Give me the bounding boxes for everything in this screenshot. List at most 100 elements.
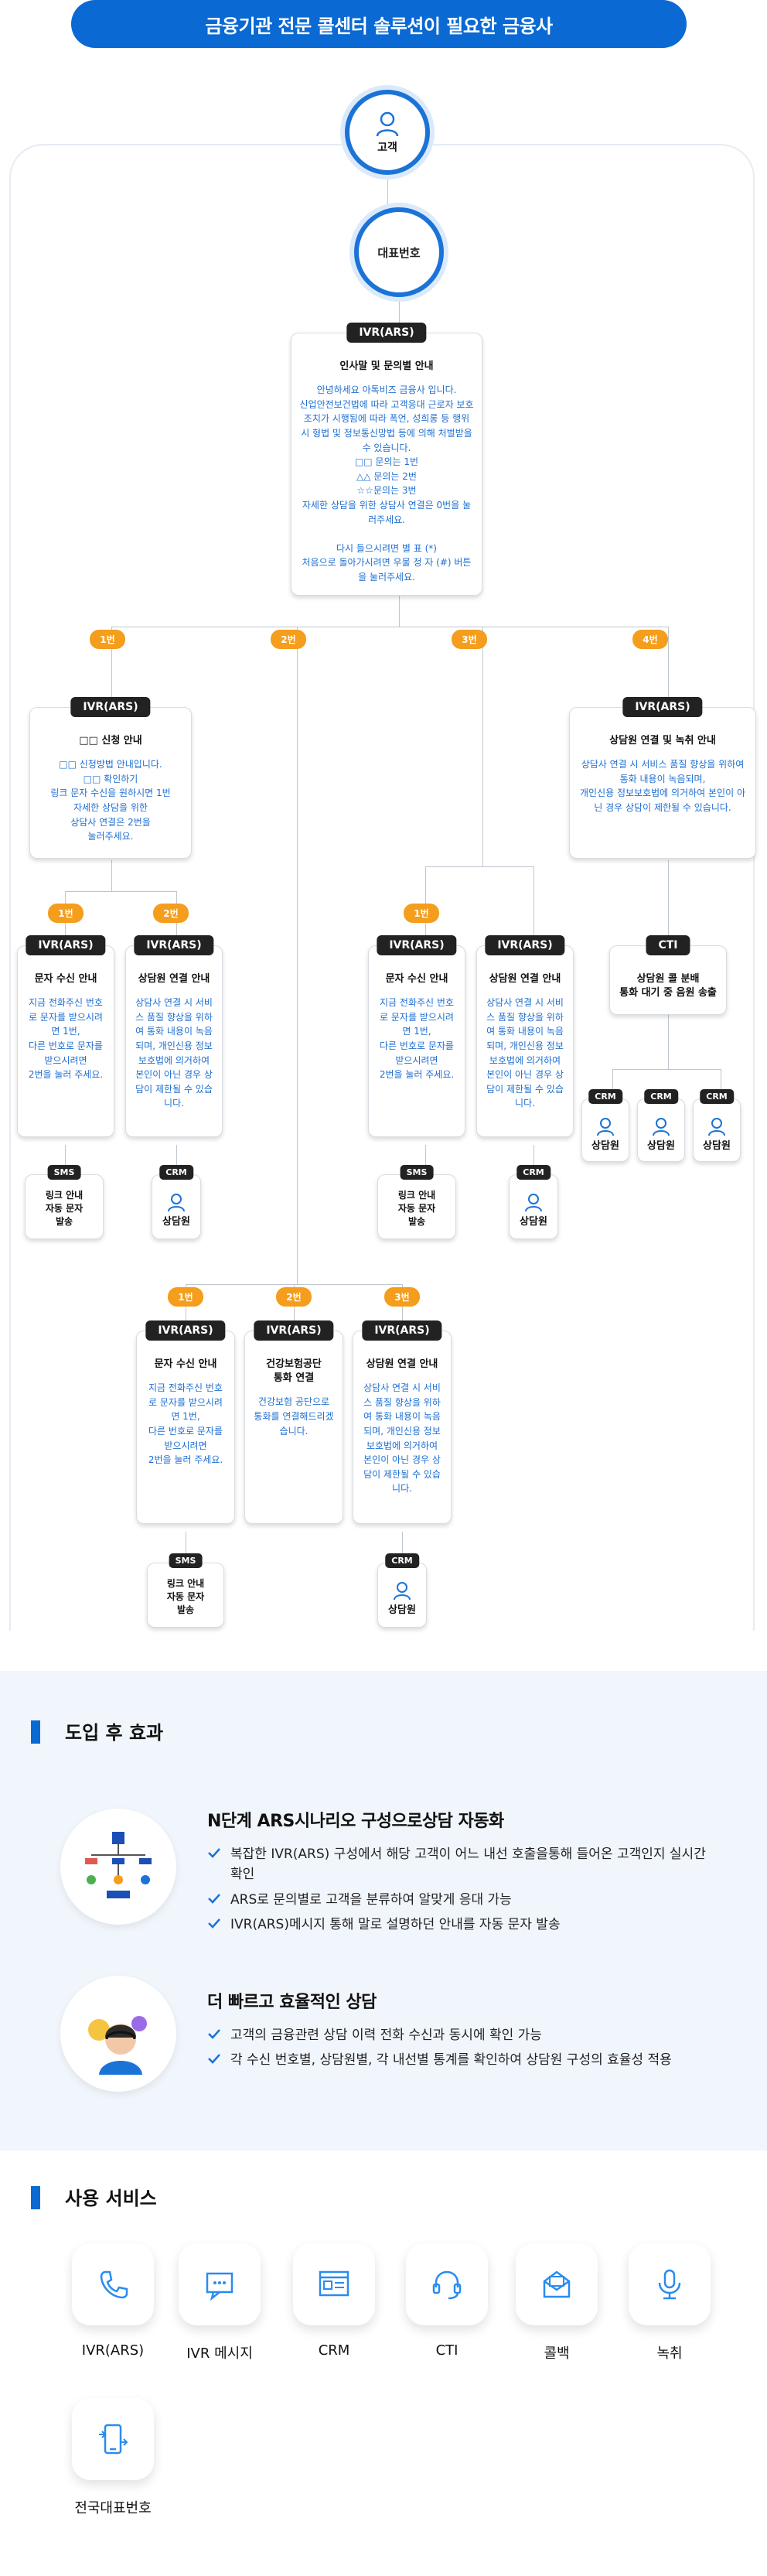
cti-title: 상담원 콜 분배 통화 대기 중 음원 송출 [619,973,717,999]
effect-bullet-text: 고객의 금융관련 상담 이력 전화 수신과 동시에 확인 가능 [230,2028,542,2043]
cti-card: CTI 상담원 콜 분배 통화 대기 중 음원 송출 [609,935,727,1015]
connector-line [612,1069,613,1100]
agent-info-card: IVR(ARS) 상담원 연결 안내 상담사 연결 시 서비스 품질 향상을 위… [125,935,223,1137]
sms-tag: SMS [169,1553,203,1568]
service-label: 전국대표번호 [74,2500,152,2516]
agent-record-info-card: IVR(ARS) 상담원 연결 및 녹취 안내 상담사 연결 시 서비스 품질 … [569,697,756,859]
sub-badge: 1번 [48,904,84,923]
ivr-tag: IVR(ARS) [346,323,427,343]
crm-agent-card: CRM 상담원 [377,1553,427,1628]
crm-window-icon [319,2270,349,2297]
effect-bullet-text: ARS로 문의별로 고객을 분류하여 알맞게 응대 가능 [230,1891,512,1908]
effect-bullet-text: 복잡한 IVR(ARS) 구성에서 해당 고객이 어느 내선 호출을통해 들어온… [230,1847,706,1883]
connector-line [399,297,400,340]
automation-illustration [60,1809,176,1925]
effect-bullet-list: 고객의 금융관련 상담 이력 전화 수신과 동시에 확인 가능 각 수신 번호별… [207,2025,718,2075]
sms-info-body: 지금 전화주신 번호로 문자를 받으시려면 1번, 다른 번호로 문자를 받으시… [28,997,104,1081]
sms-info-card: IVR(ARS) 문자 수신 안내 지금 전화주신 번호로 문자를 받으시려면 … [368,935,465,1137]
crm-tag: CRM [516,1165,551,1180]
sub-badge: 2번 [153,904,189,923]
ivr-tag: IVR(ARS) [622,697,703,717]
customer-node: 고객 [345,90,430,175]
crm-agent-card: CRM 상담원 [509,1165,558,1239]
agent-record-info-body: 상담사 연결 시 서비스 품질 향상을 위하여 통화 내용이 녹음되며, 개인신… [580,759,745,813]
connector-line [176,1145,177,1176]
agent-icon [653,1118,670,1136]
connector-line [176,891,177,961]
agent-label: 상담원 [703,1140,731,1152]
service-label: IVR 메시지 [186,2345,253,2362]
service-label: CRM [318,2342,350,2359]
effect-bullet-text: 각 수신 번호별, 상담원별, 각 내선별 통계를 확인하여 상담원 구성의 효… [230,2052,672,2069]
health-insurance-card: IVR(ARS) 건강보험공단 통화 연결 건강보험 공단으로 통화를 연결해드… [244,1320,343,1524]
section-bar [31,2186,40,2209]
agent-label: 상담원 [388,1604,416,1616]
connector-line [111,627,112,712]
service-label: IVR(ARS) [81,2342,145,2359]
sms-send-card: SMS 링크 안내 자동 문자 발송 [25,1165,104,1239]
ivr-tag: IVR(ARS) [485,935,565,955]
agent-label: 상담원 [520,1216,547,1228]
agent-headset-icon [88,2016,147,2075]
customer-label: 고객 [377,142,397,154]
crm-tag: CRM [700,1089,734,1104]
phone-icon [100,2270,128,2299]
agent-record-info-title: 상담원 연결 및 녹취 안내 [609,735,716,746]
ivr-tag: IVR(ARS) [362,1320,442,1341]
health-insurance-title: 건강보험공단 통화 연결 [266,1358,322,1385]
effect-bullet: 고객의 금융관련 상담 이력 전화 수신과 동시에 확인 가능 [207,2025,718,2045]
connector-line [65,1145,66,1176]
ivr-tag: IVR(ARS) [254,1320,334,1341]
connector-line [402,1284,403,1346]
main-number-node: 대표번호 [354,207,444,297]
bottom-badge: 3번 [384,1287,420,1307]
branch-badge: 1번 [90,630,125,649]
connector-line [425,866,533,867]
customer-icon [376,111,399,137]
ivr-tag: IVR(ARS) [26,935,106,955]
main-number-label: 대표번호 [377,245,421,260]
agent-info-title: 상담원 연결 안내 [138,973,210,985]
ivr-tag: IVR(ARS) [145,1320,226,1341]
sms-send-label: 링크 안내 자동 문자 발송 [166,1578,205,1615]
connector-line [65,891,176,892]
effects-section: 도입 후 효과 N단계 ARS시나리오 구성으로상담 자동화 복잡한 IVR(A… [0,1671,767,2151]
service-label: 녹취 [656,2345,683,2362]
health-insurance-body: 건강보험 공단으로 통화를 연결해드리겠습니다. [254,1396,334,1437]
connector-line [612,1069,721,1070]
bottom-badge: 1번 [168,1287,203,1307]
service-cti[interactable]: CTI [404,2243,490,2359]
check-icon [208,1848,220,1858]
sms-tag: SMS [47,1165,81,1180]
service-national-number[interactable]: 전국대표번호 [66,2398,159,2517]
agent-label: 상담원 [647,1140,675,1152]
sms-info-title: 문자 수신 안내 [154,1358,217,1370]
connector-line [668,627,669,712]
crm-agent-card: CRM 상담원 [581,1089,629,1162]
services-section-title: 사용 서비스 [65,2188,157,2209]
bottom-badge: 2번 [276,1287,312,1307]
service-ivr-ars[interactable]: IVR(ARS) [70,2243,156,2359]
ivr-tag: IVR(ARS) [134,935,214,955]
service-callback[interactable]: 콜백 [513,2243,600,2362]
service-crm[interactable]: CRM [291,2243,377,2359]
sms-tag: SMS [400,1165,434,1180]
sms-info-card: IVR(ARS) 문자 수신 안내 지금 전화주신 번호로 문자를 받으시려면 … [136,1320,235,1524]
flowchart-icon [85,1832,152,1898]
phone-transfer-icon [99,2424,128,2455]
effect-bullet-text: IVR(ARS)메시지 통해 말로 설명하던 안내를 자동 문자 발송 [230,1917,561,1933]
microphone-icon [658,2269,681,2300]
service-ivr-message[interactable]: IVR 메시지 [176,2243,263,2362]
crm-agent-card: CRM 상담원 [152,1165,201,1239]
branch-badge: 4번 [632,630,668,649]
connector-line [668,1015,669,1069]
connector-line [668,860,669,961]
check-icon [208,2054,220,2065]
connector-line [482,627,483,866]
agent-icon [708,1118,725,1136]
service-recording[interactable]: 녹취 [626,2243,713,2362]
agent-info-body: 상담사 연결 시 서비스 품질 향상을 위하여 통화 내용이 녹음되며, 개인신… [486,997,564,1109]
branch-badge: 3번 [452,630,487,649]
effect-bullet: 복잡한 IVR(ARS) 구성에서 해당 고객이 어느 내선 호출을통해 들어온… [207,1844,718,1885]
effect-bullet-list: 복잡한 IVR(ARS) 구성에서 해당 고객이 어느 내선 호출을통해 들어온… [207,1844,718,1939]
